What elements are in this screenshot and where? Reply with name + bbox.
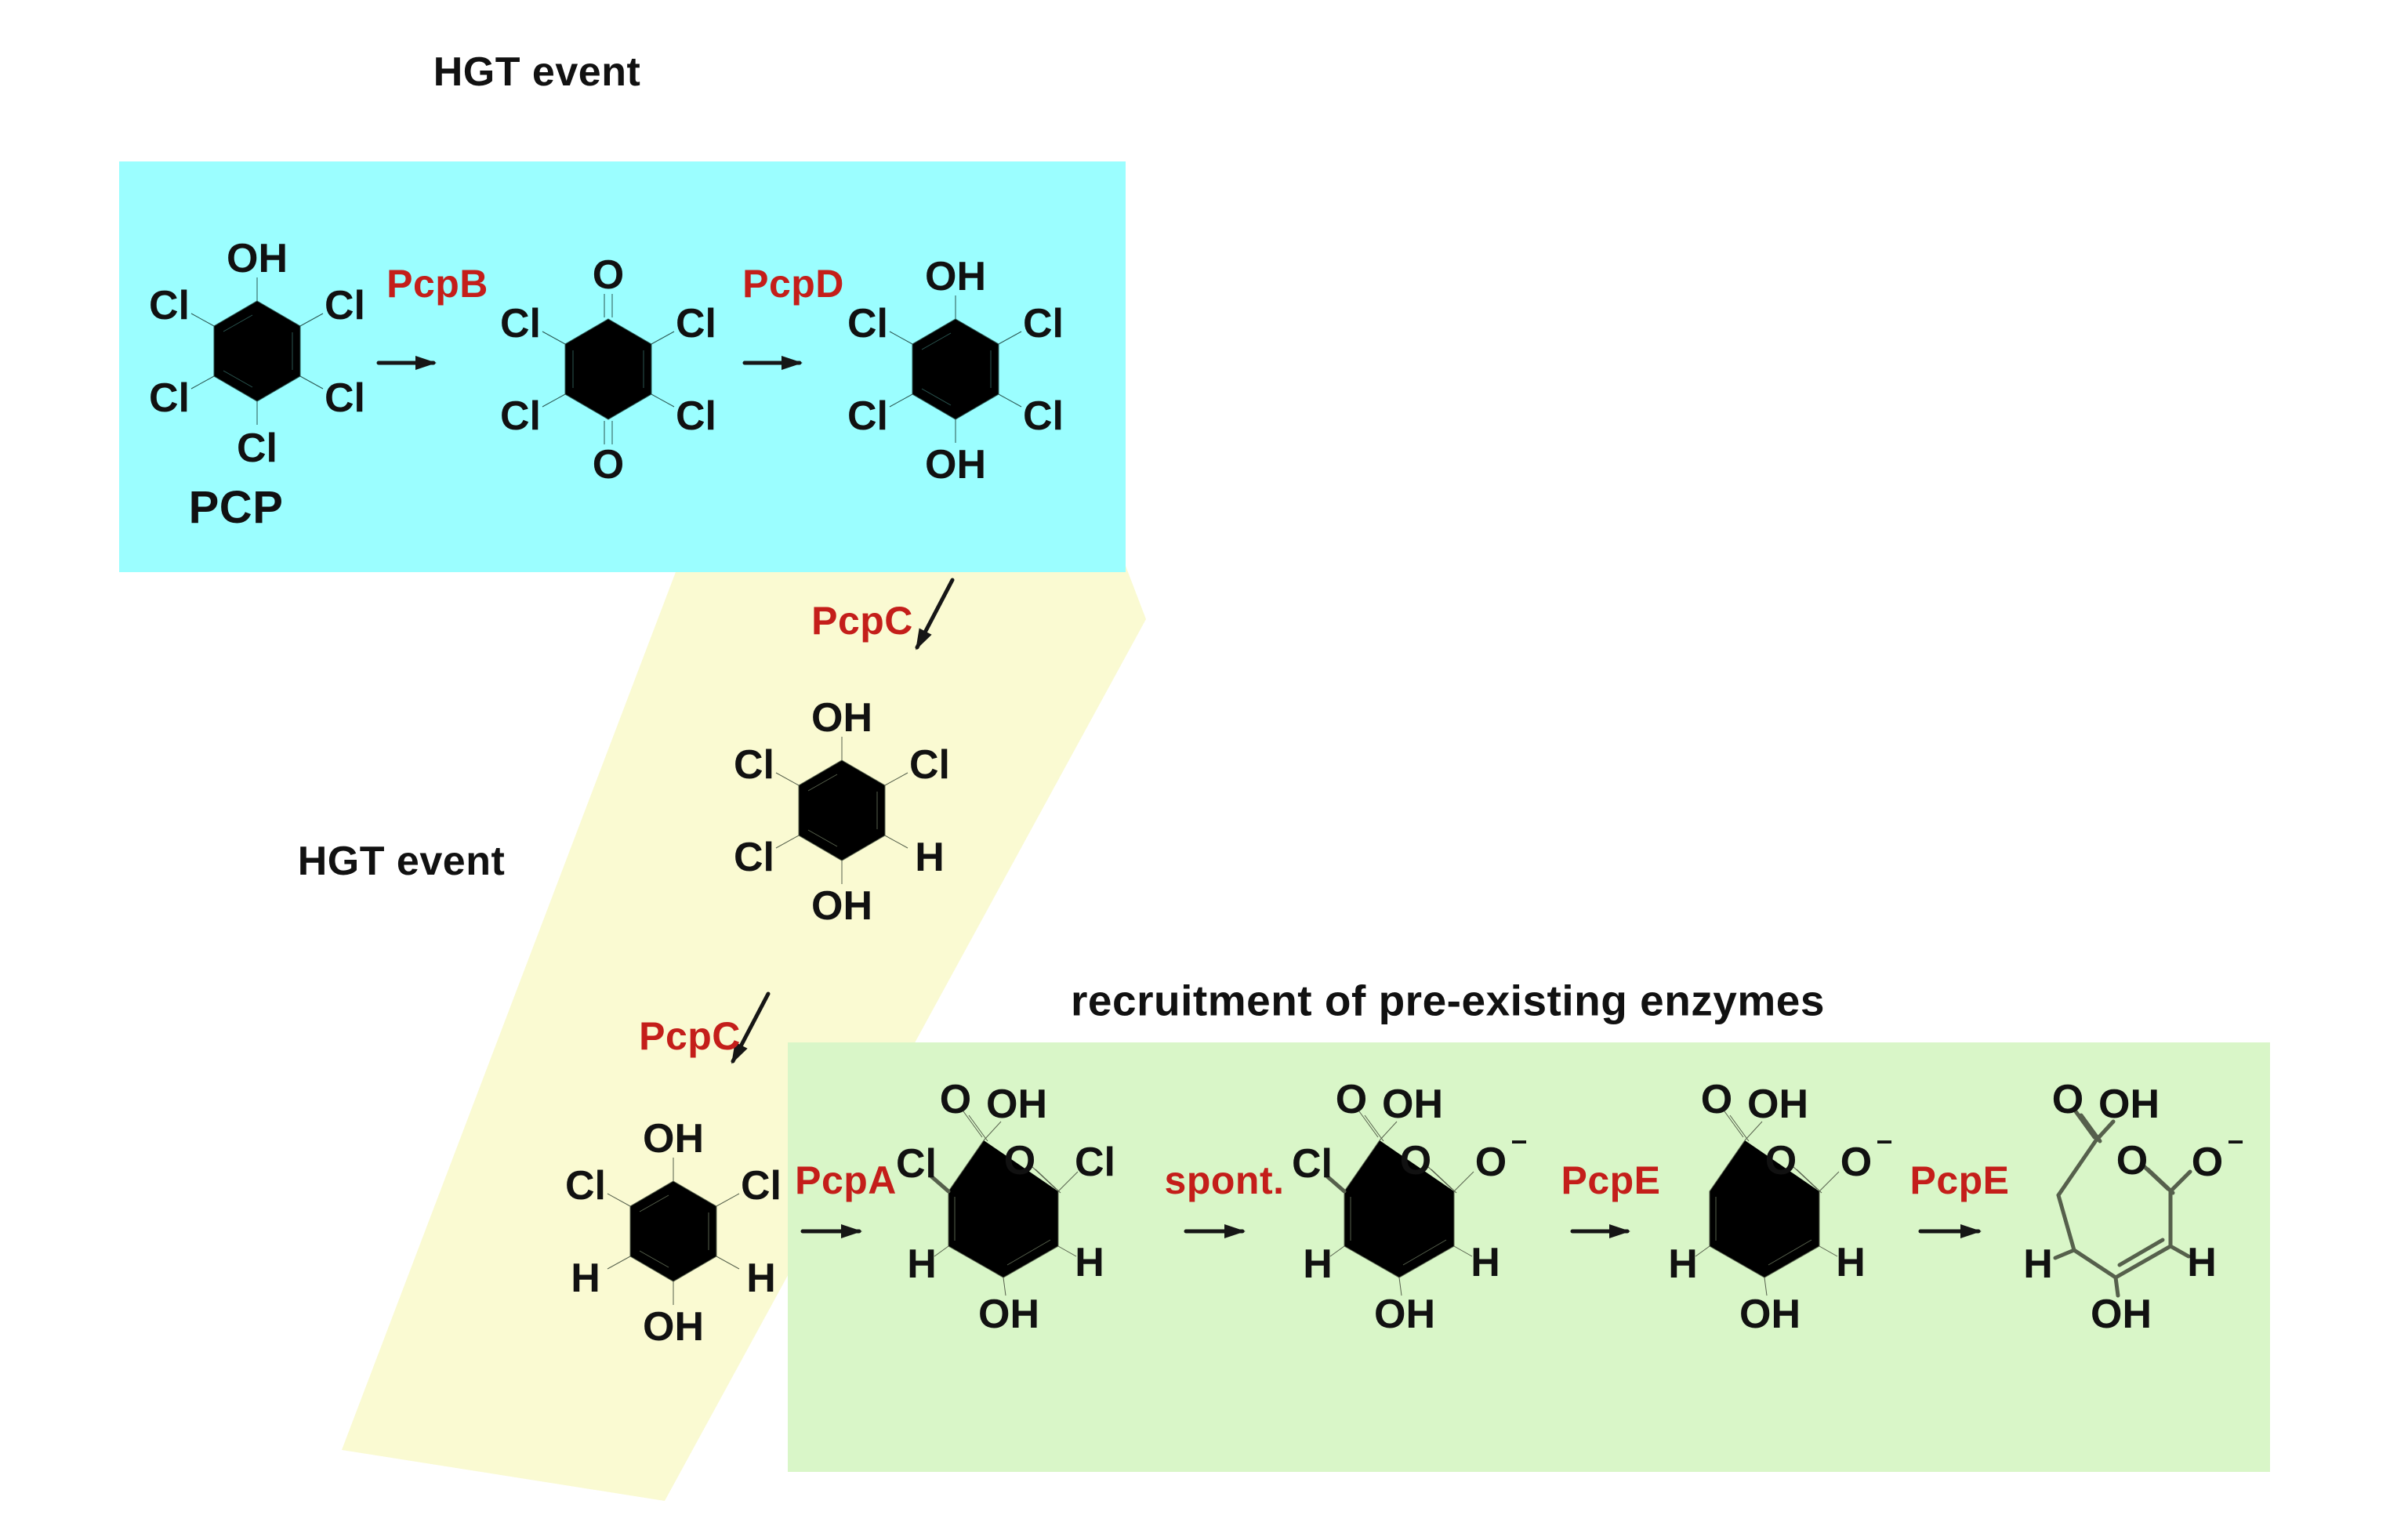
recruitment-caption: recruitment of pre-existing enzymes: [1071, 976, 1825, 1025]
molecule-chloromaleylacetate-chloride: [928, 1111, 1079, 1296]
maleylacetate-atom-0: O: [1700, 1077, 1733, 1122]
hgt-event-1: HGT event: [433, 49, 641, 95]
oxoadipate-atom-1: OH: [2098, 1082, 2160, 1127]
oxoadipate-atom-7: OH: [2091, 1292, 2152, 1337]
enzyme-pcpd: PcpD: [742, 262, 844, 306]
enzyme-pcpb: PcpB: [386, 262, 488, 306]
dichlorohydroquinone-atom-1: Cl: [565, 1163, 606, 1209]
molecule-oxoadipate: [2053, 1109, 2192, 1298]
pcp-atom-4: Cl: [325, 375, 365, 421]
dichlorohydroquinone-atom-3: H: [571, 1256, 600, 1301]
tetrachlorobenzoquinone-atom-4: Cl: [676, 393, 716, 439]
chloromaleylacetate-atom-4: O: [1474, 1140, 1507, 1185]
yellow-band: [342, 566, 1146, 1501]
chloromaleylacetate-chloride-atom-5: H: [907, 1241, 937, 1287]
trichlorohydroquinone-atom-3: Cl: [734, 835, 774, 880]
maleylacetate-atom-4: −: [1876, 1125, 1893, 1158]
chloromaleylacetate-atom-5: −: [1510, 1125, 1528, 1158]
oxoadipate-atom-2: O: [2116, 1138, 2149, 1183]
arrow-pcpc-2: [731, 991, 771, 1064]
maleylacetate-atom-7: OH: [1739, 1292, 1801, 1337]
label-spont: spont.: [1164, 1158, 1285, 1202]
oxoadipate-atom-6: H: [2187, 1240, 2217, 1285]
oxoadipate-atom-3: O: [2191, 1140, 2224, 1185]
pcp-atom-3: Cl: [149, 375, 190, 421]
maleylacetate-atom-2: O: [1764, 1138, 1797, 1183]
chloromaleylacetate-chloride-atom-3: O: [1003, 1138, 1036, 1183]
trichlorohydroquinone-atom-5: OH: [811, 883, 872, 929]
chloromaleylacetate-chloride-atom-4: Cl: [1075, 1140, 1115, 1185]
chloromaleylacetate-chloride-atom-1: OH: [986, 1082, 1047, 1127]
tetrachlorobenzoquinone-atom-2: Cl: [676, 301, 716, 346]
tetrachlorobenzoquinone-atom-0: O: [592, 252, 625, 298]
oxoadipate-atom-0: O: [2051, 1077, 2084, 1122]
tetrachlorobenzoquinone-atom-3: Cl: [500, 393, 541, 439]
oxoadipate-atom-4: −: [2227, 1125, 2244, 1158]
tetrachlorohydroquinone-atom-3: Cl: [847, 393, 888, 439]
hgt-event-2: HGT event: [297, 839, 506, 884]
molecule-chloromaleylacetate: [1324, 1111, 1474, 1296]
pcp-atom-0: OH: [227, 236, 288, 281]
maleylacetate-atom-5: H: [1668, 1241, 1698, 1287]
tetrachlorohydroquinone-atom-0: OH: [925, 254, 986, 299]
chloromaleylacetate-atom-8: OH: [1374, 1292, 1435, 1337]
arrow-pcpc-1: [915, 578, 955, 651]
enzyme-pcpc-2: PcpC: [639, 1014, 741, 1058]
chloromaleylacetate-chloride-atom-2: Cl: [896, 1141, 937, 1187]
dichlorohydroquinone-atom-0: OH: [643, 1116, 704, 1162]
enzyme-pcpc-1: PcpC: [811, 599, 913, 643]
tetrachlorobenzoquinone-atom-1: Cl: [500, 301, 541, 346]
maleylacetate-atom-1: OH: [1747, 1082, 1808, 1127]
enzyme-pcpe-2: PcpE: [1909, 1158, 2010, 1202]
tetrachlorohydroquinone-atom-2: Cl: [1023, 301, 1064, 346]
chloromaleylacetate-atom-0: O: [1335, 1077, 1368, 1122]
enzyme-pcpe-1: PcpE: [1561, 1158, 1661, 1202]
chloromaleylacetate-chloride-atom-6: H: [1075, 1240, 1104, 1285]
chloromaleylacetate-chloride-atom-7: OH: [978, 1292, 1039, 1337]
dichlorohydroquinone-atom-5: OH: [643, 1304, 704, 1350]
pcp-atom-5: Cl: [237, 426, 277, 471]
chloromaleylacetate-atom-7: H: [1471, 1240, 1500, 1285]
chloromaleylacetate-atom-2: Cl: [1292, 1141, 1333, 1187]
pcp-atom-1: Cl: [149, 283, 190, 328]
trichlorohydroquinone-atom-0: OH: [811, 695, 872, 741]
maleylacetate-atom-3: O: [1840, 1140, 1873, 1185]
chloromaleylacetate-chloride-atom-0: O: [939, 1077, 972, 1122]
tetrachlorohydroquinone-atom-1: Cl: [847, 301, 888, 346]
tetrachlorobenzoquinone-atom-5: O: [592, 442, 625, 487]
trichlorohydroquinone-atom-2: Cl: [909, 742, 950, 788]
trichlorohydroquinone-atom-1: Cl: [734, 742, 774, 788]
tetrachlorohydroquinone-atom-5: OH: [925, 442, 986, 487]
dichlorohydroquinone-atom-2: Cl: [741, 1163, 782, 1209]
dichlorohydroquinone-atom-4: H: [746, 1256, 776, 1301]
tetrachlorohydroquinone-atom-4: Cl: [1023, 393, 1064, 439]
chloromaleylacetate-atom-6: H: [1303, 1241, 1333, 1287]
enzyme-pcpa: PcpA: [795, 1158, 897, 1202]
maleylacetate-atom-6: H: [1836, 1240, 1866, 1285]
chloromaleylacetate-atom-1: OH: [1382, 1082, 1443, 1127]
oxoadipate-atom-5: H: [2023, 1241, 2053, 1287]
trichlorohydroquinone-atom-4: H: [915, 835, 945, 880]
pcp-caption: PCP: [188, 482, 284, 533]
chloromaleylacetate-atom-3: O: [1399, 1138, 1432, 1183]
pcp-atom-2: Cl: [325, 283, 365, 328]
